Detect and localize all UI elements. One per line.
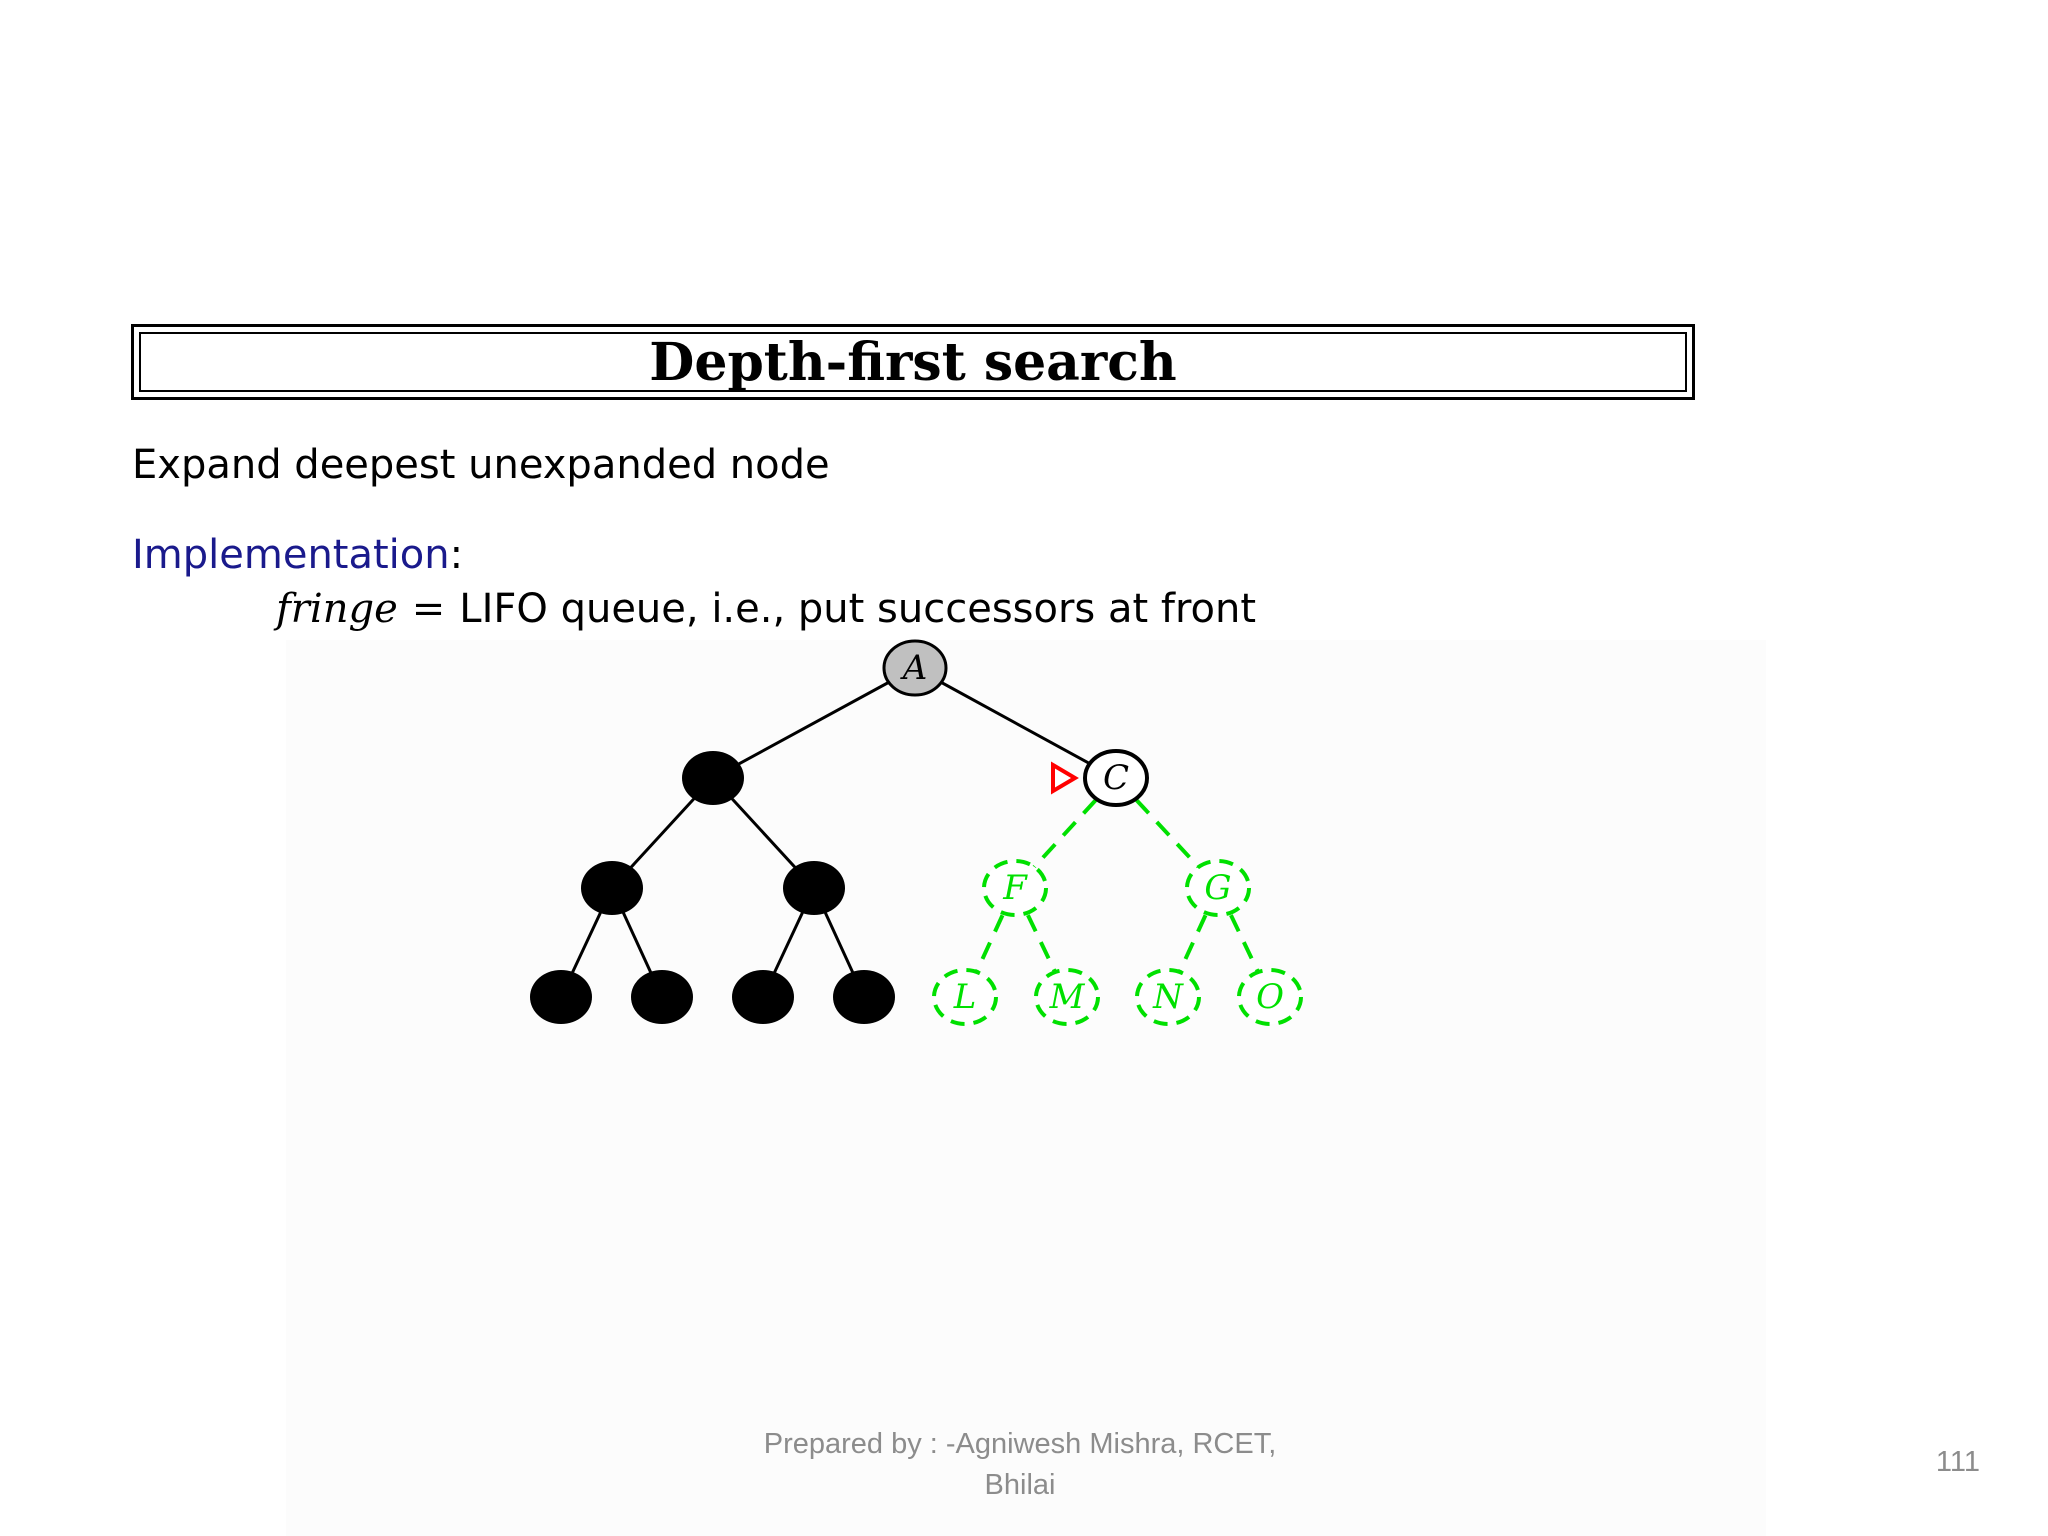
tree-node-l-label: L [953, 977, 977, 1017]
tree-node-n-shape [1135, 968, 1201, 1026]
tree-node-j [732, 970, 794, 1024]
tree-node-f-label: F [1002, 868, 1028, 908]
tree-node-f-shape [982, 859, 1048, 917]
footer-credit: Prepared by : -Agniwesh Mishra, RCET, Bh… [720, 1424, 1320, 1506]
fringe-description: LIFO queue, i.e., put successors at fron… [459, 586, 1257, 632]
tree-node-m-shape [1034, 968, 1100, 1026]
tree-node-b [682, 751, 744, 805]
tree-node-i [631, 970, 693, 1024]
tree-node-o-label: O [1256, 977, 1284, 1017]
tree-node-g-shape [1185, 859, 1251, 917]
current-node-marker-icon [1051, 761, 1079, 795]
tree-node-a-label: A [900, 648, 928, 688]
tree-node-c-shape [1083, 749, 1149, 807]
tree-node-h-shape [530, 970, 592, 1024]
fringe-definition: fringe = LIFO queue, i.e., put successors … [276, 586, 1256, 632]
tree-node-c-label: C [1103, 758, 1129, 798]
tree-node-a-shape [882, 639, 948, 697]
tree-node-l-shape [932, 968, 998, 1026]
tree-node-i-shape [631, 970, 693, 1024]
implementation-label: Implementation [132, 532, 450, 578]
tree-node-e-shape [783, 861, 845, 915]
tree-node-e [783, 861, 845, 915]
fringe-variable: fringe [276, 586, 398, 632]
implementation-colon: : [449, 532, 464, 578]
figure-background [286, 640, 1766, 1536]
implementation-heading: Implementation: [132, 532, 463, 578]
tree-node-m: M [1034, 968, 1100, 1026]
tree-node-j-shape [732, 970, 794, 1024]
tree-node-g: G [1185, 859, 1251, 917]
fringe-equals: = [411, 586, 446, 632]
tree-node-k-shape [833, 970, 895, 1024]
footer-credit-line1: Prepared by : -Agniwesh Mishra, RCET, [763, 1428, 1277, 1460]
page-number: 111 [1935, 1446, 1980, 1478]
title-frame: Depth-first search [131, 324, 1695, 400]
description-text: Expand deepest unexpanded node [132, 442, 830, 488]
tree-node-f: F [982, 859, 1048, 917]
footer-credit-line2: Bhilai [984, 1469, 1056, 1501]
tree-node-n: N [1135, 968, 1201, 1026]
tree-node-h [530, 970, 592, 1024]
tree-node-m-label: M [1049, 977, 1086, 1017]
slide-title: Depth-first search [139, 332, 1687, 392]
tree-node-b-shape [682, 751, 744, 805]
tree-node-g-label: G [1204, 868, 1231, 908]
tree-node-a: A [882, 639, 948, 697]
tree-node-d-shape [581, 861, 643, 915]
tree-node-n-label: N [1152, 977, 1184, 1017]
tree-node-o: O [1237, 968, 1303, 1026]
tree-node-l: L [932, 968, 998, 1026]
tree-node-o-shape [1237, 968, 1303, 1026]
tree-edge-a-b [712, 666, 916, 780]
tree-node-k [833, 970, 895, 1024]
tree-node-d [581, 861, 643, 915]
tree-edge-a-c [914, 666, 1117, 780]
tree-node-c: C [1083, 749, 1149, 807]
